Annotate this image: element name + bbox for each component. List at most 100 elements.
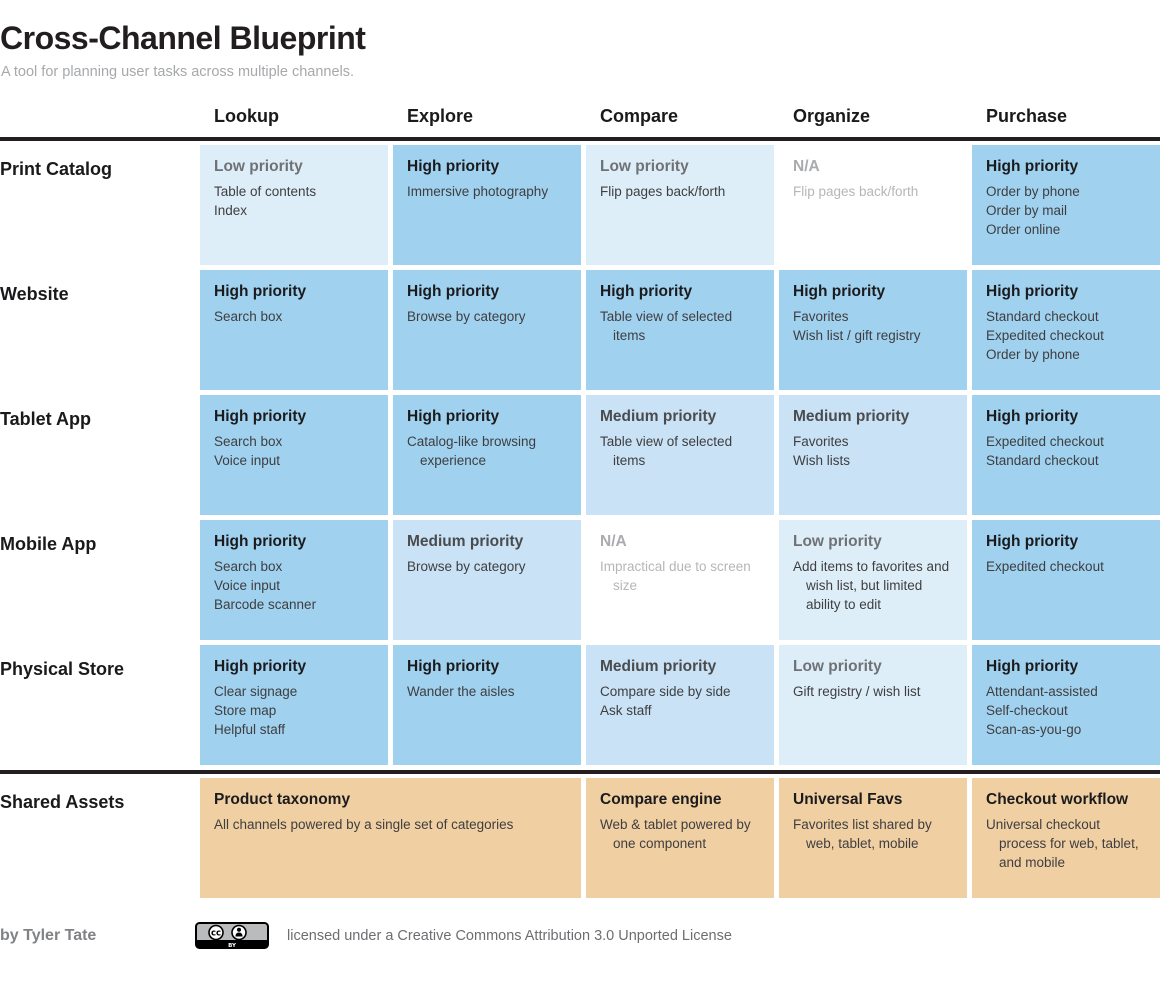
cell-line: Barcode scanner (214, 597, 317, 612)
cc-letters: cc (211, 928, 221, 938)
cell-line: Gift registry / wish list (793, 684, 921, 699)
cell-line: Flip pages back/forth (793, 184, 919, 199)
cc-by-label: BY (228, 943, 237, 949)
cross-channel-blueprint: Cross-Channel Blueprint A tool for plann… (0, 20, 1160, 949)
row-label-tablet-app: Tablet App (0, 409, 91, 429)
cell-website-organize: High priority Favorites Wish list / gift… (779, 270, 967, 390)
priority-heading: Medium priority (407, 533, 524, 550)
cell-mobile-app-lookup: High priority Search box Voice input Bar… (200, 520, 388, 640)
cell-line: Expedited checkout (986, 559, 1104, 574)
cell-line: Search box (214, 559, 283, 574)
cell-line: Expedited checkout (986, 328, 1104, 343)
priority-heading: High priority (407, 283, 500, 300)
column-header-purchase: Purchase (986, 106, 1068, 126)
priority-heading: High priority (600, 283, 693, 300)
cell-line: Favorites list shared by web, tablet, mo… (793, 817, 932, 851)
cell-print-catalog-purchase: High priority Order by phone Order by ma… (972, 145, 1160, 265)
cc-by-badge-icon: cc BY (195, 922, 269, 949)
row-label-shared-assets: Shared Assets (0, 792, 125, 812)
cell-print-catalog-explore: High priority Immersive photography (393, 145, 581, 265)
cell-line: Wish lists (793, 453, 850, 468)
cell-physical-store-organize: Low priority Gift registry / wish list (779, 645, 967, 765)
cell-tablet-app-organize: Medium priority Favorites Wish lists (779, 395, 967, 515)
cell-website-explore: High priority Browse by category (393, 270, 581, 390)
priority-heading: High priority (214, 533, 307, 550)
header-divider (0, 137, 1160, 141)
cell-line: Standard checkout (986, 309, 1099, 324)
priority-heading: Low priority (600, 158, 689, 175)
cell-line: Scan-as-you-go (986, 722, 1082, 737)
column-header-organize: Organize (793, 106, 871, 126)
cell-physical-store-explore: High priority Wander the aisles (393, 645, 581, 765)
cell-tablet-app-lookup: High priority Search box Voice input (200, 395, 388, 515)
row-label-print-catalog: Print Catalog (0, 159, 113, 179)
cell-line: Ask staff (600, 703, 652, 718)
cell-line: Table view of selected items (600, 434, 733, 468)
cell-shared-universal-favs: Universal Favs Favorites list shared by … (779, 778, 967, 898)
page-title: Cross-Channel Blueprint (0, 20, 366, 56)
cell-line: Order by mail (986, 203, 1068, 218)
priority-heading: High priority (214, 408, 307, 425)
priority-heading: Low priority (214, 158, 303, 175)
cell-line: Clear signage (214, 684, 298, 699)
cell-line: Compare side by side (600, 684, 731, 699)
cell-line: Standard checkout (986, 453, 1099, 468)
cell-mobile-app-explore: Medium priority Browse by category (393, 520, 581, 640)
cell-line: Add items to favorites and wish list, bu… (793, 559, 950, 612)
shared-asset-heading: Product taxonomy (214, 791, 351, 808)
cell-line: Favorites (793, 309, 849, 324)
cell-mobile-app-compare: N/A Impractical due to screen size (586, 520, 774, 640)
priority-heading: High priority (214, 658, 307, 675)
shared-asset-heading: Compare engine (600, 791, 722, 808)
cell-line: Expedited checkout (986, 434, 1104, 449)
column-header-explore: Explore (407, 106, 474, 126)
column-header-spacer (0, 106, 195, 137)
priority-heading: Medium priority (793, 408, 910, 425)
priority-heading: High priority (407, 658, 500, 675)
cell-shared-product-taxonomy: Product taxonomy All channels powered by… (200, 778, 581, 898)
cell-line: Store map (214, 703, 277, 718)
cell-line: Voice input (214, 578, 281, 593)
cell-website-lookup: High priority Search box (200, 270, 388, 390)
row-physical-store: Physical Store High priority Clear signa… (0, 645, 1160, 765)
shared-asset-heading: Checkout workflow (986, 791, 1129, 808)
cell-line: Index (214, 203, 248, 218)
priority-heading: N/A (793, 158, 820, 175)
cell-tablet-app-explore: High priority Catalog-like browsing expe… (393, 395, 581, 515)
cell-line: Helpful staff (214, 722, 286, 737)
cell-line: Universal checkout process for web, tabl… (986, 817, 1139, 870)
cell-shared-checkout-workflow: Checkout workflow Universal checkout pro… (972, 778, 1160, 898)
cell-line: Attendant-assisted (986, 684, 1098, 699)
cell-line: All channels powered by a single set of … (214, 817, 514, 832)
cell-physical-store-compare: Medium priority Compare side by side Ask… (586, 645, 774, 765)
priority-heading: High priority (986, 283, 1079, 300)
row-label-website: Website (0, 284, 69, 304)
shared-asset-heading: Universal Favs (793, 791, 903, 808)
row-label-physical-store: Physical Store (0, 659, 125, 679)
cell-line: Browse by category (407, 559, 526, 574)
cell-line: Immersive photography (407, 184, 549, 199)
cell-line: Search box (214, 434, 283, 449)
cell-mobile-app-organize: Low priority Add items to favorites and … (779, 520, 967, 640)
cell-shared-compare-engine: Compare engine Web & tablet powered by o… (586, 778, 774, 898)
priority-heading: High priority (986, 533, 1079, 550)
priority-heading: Medium priority (600, 658, 717, 675)
priority-heading: Medium priority (600, 408, 717, 425)
cell-physical-store-purchase: High priority Attendant-assisted Self-ch… (972, 645, 1160, 765)
cell-line: Wish list / gift registry (793, 328, 921, 343)
cell-line: Order by phone (986, 347, 1080, 362)
cell-print-catalog-organize: N/A Flip pages back/forth (779, 145, 967, 265)
cell-line: Impractical due to screen size (600, 559, 751, 593)
priority-heading: High priority (407, 408, 500, 425)
cell-print-catalog-lookup: Low priority Table of contents Index (200, 145, 388, 265)
column-header-lookup: Lookup (214, 106, 279, 126)
cell-physical-store-lookup: High priority Clear signage Store map He… (200, 645, 388, 765)
row-mobile-app: Mobile App High priority Search box Voic… (0, 520, 1160, 640)
cell-line: Favorites (793, 434, 849, 449)
cell-tablet-app-purchase: High priority Expedited checkout Standar… (972, 395, 1160, 515)
priority-heading: Low priority (793, 658, 882, 675)
license-text: licensed under a Creative Commons Attrib… (287, 927, 732, 944)
priority-heading: High priority (214, 283, 307, 300)
cell-line: Table of contents (214, 184, 317, 199)
priority-heading: N/A (600, 533, 627, 550)
